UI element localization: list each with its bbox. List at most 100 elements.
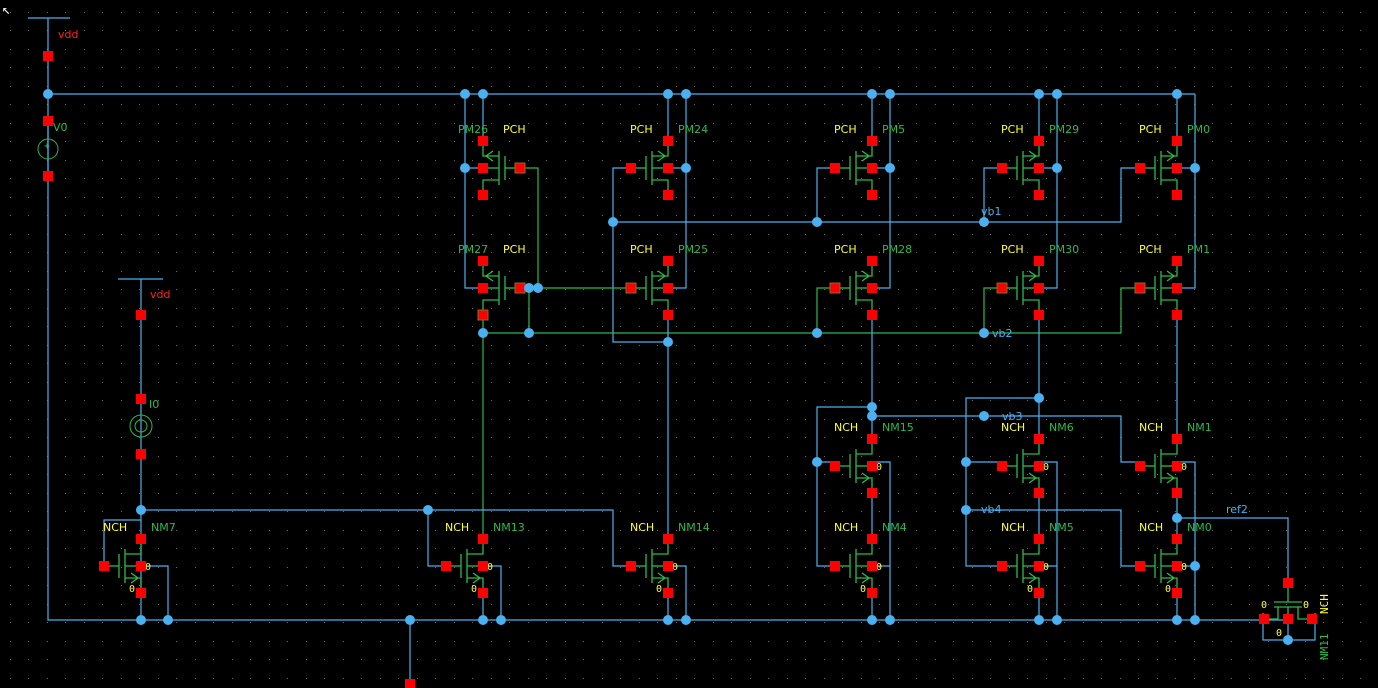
grid-dot bbox=[10, 437, 11, 438]
grid-dot bbox=[509, 345, 510, 346]
grid-dot bbox=[121, 419, 122, 420]
grid-dot bbox=[1157, 345, 1158, 346]
grid-dot bbox=[343, 493, 344, 494]
grid-dot bbox=[990, 678, 991, 679]
grid-dot bbox=[454, 419, 455, 420]
grid-dot bbox=[1064, 474, 1065, 475]
grid-dot bbox=[583, 178, 584, 179]
grid-dot bbox=[1268, 160, 1269, 161]
grid-dot bbox=[935, 30, 936, 31]
wire bbox=[613, 167, 1140, 223]
grid-dot bbox=[972, 585, 973, 586]
grid-dot bbox=[1027, 567, 1028, 568]
grid-dot bbox=[546, 197, 547, 198]
grid-dot bbox=[10, 49, 11, 50]
grid-dot bbox=[1212, 271, 1213, 272]
grid-dot bbox=[620, 67, 621, 68]
grid-dot bbox=[602, 567, 603, 568]
grid-dot bbox=[435, 271, 436, 272]
grid-dot bbox=[1268, 511, 1269, 512]
grid-dot bbox=[102, 86, 103, 87]
grid-dot bbox=[176, 641, 177, 642]
grid-dot bbox=[842, 160, 843, 161]
grid-dot bbox=[195, 419, 196, 420]
grid-dot bbox=[676, 252, 677, 253]
grid-dot bbox=[546, 252, 547, 253]
grid-dot bbox=[657, 622, 658, 623]
grid-dot bbox=[1175, 382, 1176, 383]
junction-dot bbox=[1034, 89, 1044, 99]
grid-dot bbox=[972, 659, 973, 660]
grid-dot bbox=[1360, 622, 1361, 623]
grid-dot bbox=[1231, 511, 1232, 512]
grid-dot bbox=[1323, 49, 1324, 50]
grid-dot bbox=[65, 30, 66, 31]
grid-dot bbox=[972, 456, 973, 457]
grid-dot bbox=[380, 493, 381, 494]
grid-dot bbox=[1268, 363, 1269, 364]
grid-dot bbox=[1120, 86, 1121, 87]
grid-dot bbox=[139, 659, 140, 660]
grid-dot bbox=[1305, 234, 1306, 235]
grid-dot bbox=[158, 585, 159, 586]
junction-dot bbox=[885, 615, 895, 625]
grid-dot bbox=[787, 382, 788, 383]
arrow-icon bbox=[1166, 150, 1176, 162]
grid-dot bbox=[620, 234, 621, 235]
grid-dot bbox=[491, 511, 492, 512]
grid-dot bbox=[306, 604, 307, 605]
grid-dot bbox=[380, 530, 381, 531]
grid-dot bbox=[398, 456, 399, 457]
grid-dot bbox=[676, 30, 677, 31]
grid-dot bbox=[491, 178, 492, 179]
pin bbox=[626, 163, 636, 173]
pin bbox=[663, 310, 673, 320]
grid-dot bbox=[713, 234, 714, 235]
pin bbox=[1034, 461, 1044, 471]
grid-dot bbox=[1249, 160, 1250, 161]
grid-dot bbox=[454, 30, 455, 31]
grid-dot bbox=[1231, 86, 1232, 87]
grid-dot bbox=[398, 252, 399, 253]
grid-dot bbox=[1101, 104, 1102, 105]
junction-dot bbox=[43, 89, 53, 99]
grid-dot bbox=[1027, 86, 1028, 87]
grid-dot bbox=[250, 437, 251, 438]
grid-dot bbox=[546, 160, 547, 161]
grid-dot bbox=[676, 178, 677, 179]
grid-dot bbox=[1286, 493, 1287, 494]
grid-dot bbox=[1305, 30, 1306, 31]
grid-dot bbox=[10, 271, 11, 272]
grid-dot bbox=[1342, 141, 1343, 142]
grid-dot bbox=[84, 271, 85, 272]
pin bbox=[663, 256, 673, 266]
grid-dot bbox=[953, 456, 954, 457]
grid-dot bbox=[472, 326, 473, 327]
grid-dot bbox=[1083, 437, 1084, 438]
grid-dot bbox=[1101, 12, 1102, 13]
grid-dot bbox=[602, 308, 603, 309]
grid-dot bbox=[676, 474, 677, 475]
grid-dot bbox=[1286, 215, 1287, 216]
grid-dot bbox=[454, 67, 455, 68]
grid-dot bbox=[287, 419, 288, 420]
grid-dot bbox=[916, 160, 917, 161]
grid-dot bbox=[1323, 271, 1324, 272]
pin bbox=[1034, 488, 1044, 498]
grid-dot bbox=[713, 345, 714, 346]
grid-dot bbox=[1046, 604, 1047, 605]
pin bbox=[514, 282, 526, 294]
model-label: PCH bbox=[630, 243, 653, 256]
grid-dot bbox=[1101, 141, 1102, 142]
grid-dot bbox=[916, 49, 917, 50]
grid-dot bbox=[620, 326, 621, 327]
grid-dot bbox=[731, 141, 732, 142]
arrow-icon bbox=[861, 150, 871, 162]
grid-dot bbox=[935, 567, 936, 568]
model-label: PCH bbox=[630, 123, 653, 136]
grid-dot bbox=[916, 326, 917, 327]
grid-dot bbox=[509, 49, 510, 50]
grid-dot bbox=[565, 252, 566, 253]
grid-dot bbox=[398, 67, 399, 68]
